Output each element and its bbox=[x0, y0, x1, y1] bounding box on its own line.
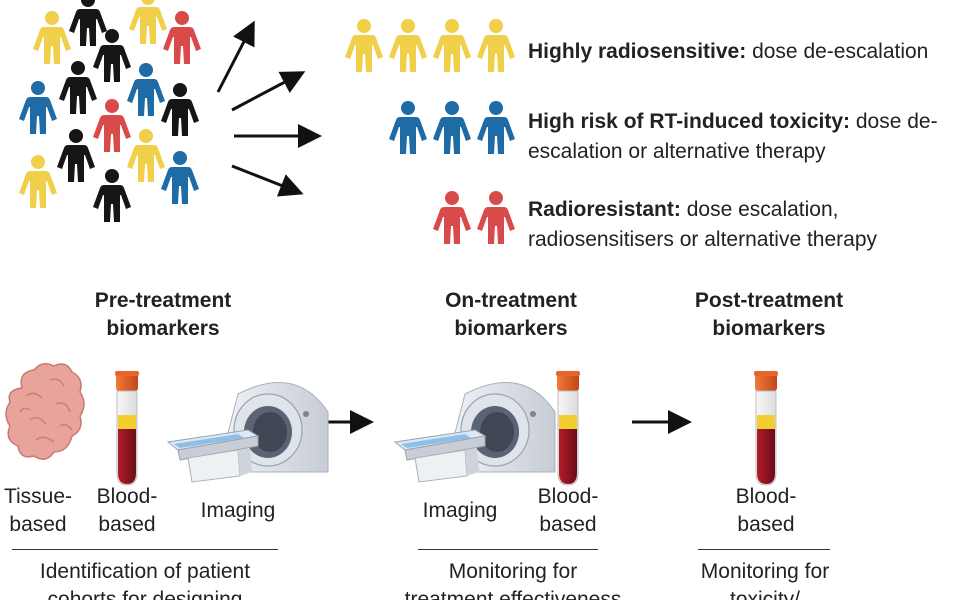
person-icon bbox=[33, 11, 71, 64]
caption-post: Monitoring for toxicity/ bbox=[660, 558, 870, 600]
person-icon bbox=[93, 169, 131, 222]
group-label: High risk of RT-induced toxicity: bbox=[528, 110, 851, 133]
group-toxicity-line2: escalation or alternative therapy bbox=[528, 140, 826, 163]
label-line: Tissue- bbox=[3, 485, 73, 508]
mri-scanner-icon bbox=[167, 381, 329, 483]
divider-on bbox=[418, 549, 598, 550]
group-radioresistant: Radioresistant: dose escalation, bbox=[528, 196, 839, 224]
person-icon bbox=[19, 81, 57, 134]
title-line: On-treatment bbox=[445, 289, 577, 312]
group-label: Highly radiosensitive: bbox=[528, 40, 747, 63]
caption-line: Monitoring for bbox=[700, 560, 830, 583]
group-label: Radioresistant: bbox=[528, 198, 681, 221]
label-line: based bbox=[737, 513, 795, 536]
patient-groups bbox=[345, 19, 515, 244]
divider-pre bbox=[12, 549, 278, 550]
group-radiosensitive: Highly radiosensitive: dose de-escalatio… bbox=[528, 38, 928, 66]
label-blood-based-post: Blood- based bbox=[723, 483, 809, 539]
label-line: Blood- bbox=[537, 485, 599, 508]
label-imaging-on: Imaging bbox=[410, 497, 510, 525]
person-icon bbox=[389, 101, 427, 154]
person-icon bbox=[161, 151, 199, 204]
title-line: biomarkers bbox=[712, 317, 826, 340]
person-icon bbox=[127, 129, 165, 182]
person-icon bbox=[127, 63, 165, 116]
caption-line: Monitoring for bbox=[448, 560, 578, 583]
title-line: biomarkers bbox=[454, 317, 568, 340]
blood-tube-icon bbox=[555, 370, 581, 486]
person-icon bbox=[69, 0, 107, 46]
label-line: based bbox=[539, 513, 597, 536]
person-icon bbox=[59, 61, 97, 114]
person-icon bbox=[433, 101, 471, 154]
person-icon bbox=[477, 101, 515, 154]
caption-line: treatment effectiveness bbox=[404, 588, 622, 600]
mri-scanner-icon bbox=[394, 381, 556, 483]
person-icon bbox=[433, 19, 471, 72]
person-icon bbox=[477, 19, 515, 72]
label-line: based bbox=[9, 513, 67, 536]
blood-tube-icon bbox=[753, 370, 779, 486]
person-icon bbox=[345, 19, 383, 72]
group-radioresistant-line2: radiosensitisers or alternative therapy bbox=[528, 228, 878, 251]
group-text: dose de-escalation bbox=[752, 40, 929, 63]
stage-title-post: Post-treatment biomarkers bbox=[654, 287, 884, 343]
caption-line: cohorts for designing bbox=[47, 588, 243, 600]
label-imaging-pre: Imaging bbox=[188, 497, 288, 525]
label-line: Imaging bbox=[422, 499, 498, 522]
stage-title-on: On-treatment biomarkers bbox=[396, 287, 626, 343]
label-line: Blood- bbox=[735, 485, 797, 508]
label-line: Blood- bbox=[96, 485, 158, 508]
caption-on: Monitoring for treatment effectiveness bbox=[378, 558, 648, 600]
title-line: Post-treatment bbox=[694, 289, 844, 312]
caption-pre: Identification of patient cohorts for de… bbox=[0, 558, 290, 600]
caption-line: toxicity/ bbox=[729, 588, 800, 600]
divider-post bbox=[698, 549, 830, 550]
label-blood-based-pre: Blood- based bbox=[84, 483, 170, 539]
tissue-sample-icon bbox=[5, 363, 85, 460]
label-line: Imaging bbox=[200, 499, 276, 522]
person-icon bbox=[477, 191, 515, 244]
person-icon bbox=[389, 19, 427, 72]
title-line: Pre-treatment bbox=[94, 289, 232, 312]
arrow-icon bbox=[216, 20, 255, 93]
title-line: biomarkers bbox=[106, 317, 220, 340]
arrows bbox=[216, 20, 692, 434]
blood-tube-icon bbox=[114, 370, 140, 486]
person-icon bbox=[433, 191, 471, 244]
caption-line: Identification of patient bbox=[39, 560, 251, 583]
patient-crowd bbox=[19, 0, 201, 222]
person-icon bbox=[163, 11, 201, 64]
group-toxicity: High risk of RT-induced toxicity: dose d… bbox=[528, 108, 938, 136]
person-icon bbox=[93, 99, 131, 152]
stage-title-pre: Pre-treatment biomarkers bbox=[48, 287, 278, 343]
label-blood-based-on: Blood- based bbox=[525, 483, 611, 539]
person-icon bbox=[57, 129, 95, 182]
label-tissue-based: Tissue- based bbox=[0, 483, 78, 539]
person-icon bbox=[93, 29, 131, 82]
arrow-icon bbox=[231, 71, 306, 112]
person-icon bbox=[161, 83, 199, 136]
group-text: dose escalation, bbox=[686, 198, 839, 221]
biomarker-icons bbox=[5, 363, 779, 486]
person-icon bbox=[19, 155, 57, 208]
label-line: based bbox=[98, 513, 156, 536]
person-icon bbox=[129, 0, 167, 44]
group-text: dose de- bbox=[855, 110, 938, 133]
arrow-icon bbox=[231, 164, 304, 197]
